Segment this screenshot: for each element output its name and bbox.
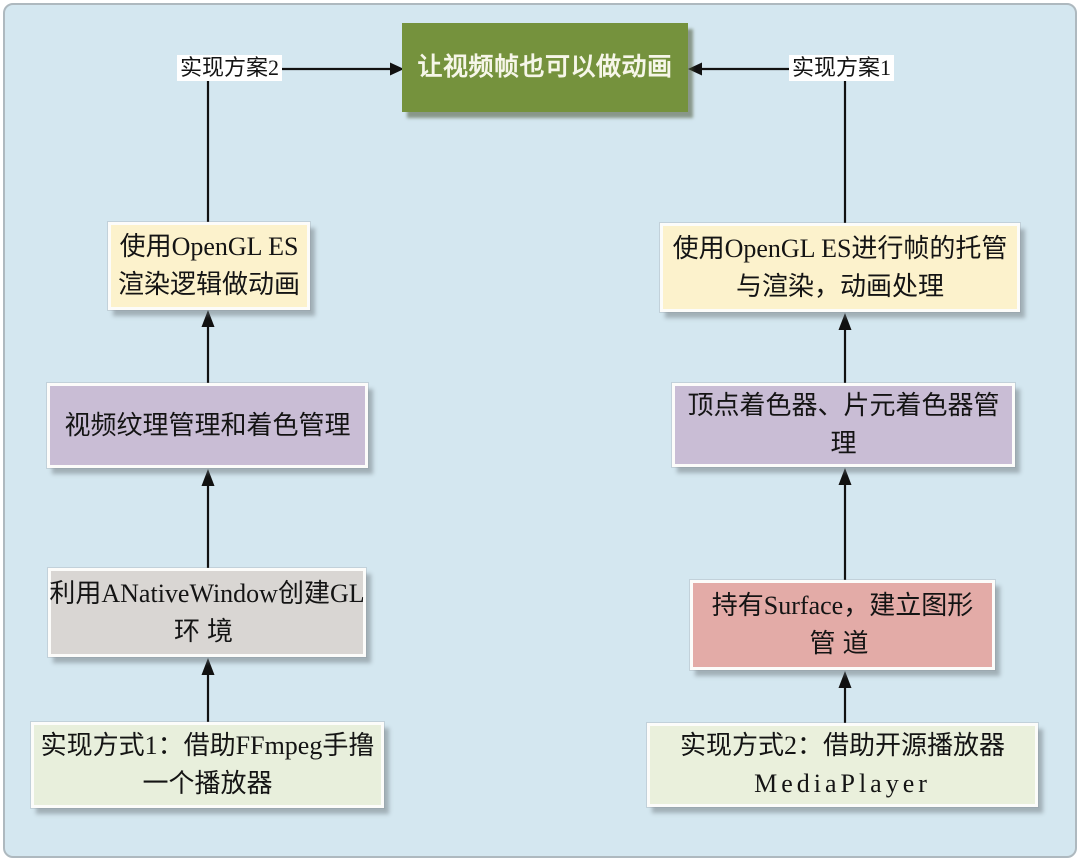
node-right-opengl-frame-hosting-line2: 与渲染，动画处理 <box>735 271 944 301</box>
arrowhead-right-mid-to-top <box>838 313 852 330</box>
arrowhead-right-to-root <box>688 62 702 76</box>
node-root-label: 让视频帧也可以做动画 <box>417 53 673 81</box>
node-left-anativewindow-line1: 利用ANativeWindow创建GL <box>49 578 365 608</box>
node-right-surface-pipeline[interactable]: 持有Surface，建立图形 管道 <box>690 580 995 670</box>
node-right-mediaplayer-line1: 实现方式2：借助开源播放器 <box>679 731 1005 760</box>
arrowhead-right-bottom-to-lower <box>838 671 852 688</box>
node-left-anativewindow-line2: 环境 <box>173 616 240 646</box>
node-right-shader-management-line1: 顶点着色器、片元着色器管 <box>687 391 1000 420</box>
branch-label-left: 实现方案2 <box>177 55 283 81</box>
arrowhead-left-mid-to-top <box>201 310 215 327</box>
arrowhead-left-to-root <box>390 62 404 76</box>
node-right-shader-management[interactable]: 顶点着色器、片元着色器管 理 <box>672 383 1015 467</box>
node-right-mediaplayer[interactable]: 实现方式2：借助开源播放器 MediaPlayer <box>647 723 1038 807</box>
node-left-texture-management[interactable]: 视频纹理管理和着色管理 <box>47 383 368 468</box>
node-left-ffmpeg-player[interactable]: 实现方式1：借助FFmpeg手撸 一个播放器 <box>31 722 384 808</box>
arrowhead-right-lower-to-mid <box>838 468 852 485</box>
node-root[interactable]: 让视频帧也可以做动画 <box>402 23 688 112</box>
node-right-surface-pipeline-line1: 持有Surface，建立图形 <box>711 591 974 620</box>
node-left-opengl-animation-line2: 渲染逻辑做动画 <box>117 270 300 299</box>
node-right-mediaplayer-line2: MediaPlayer <box>754 769 931 798</box>
node-left-opengl-animation-line1: 使用OpenGL ES <box>119 232 299 261</box>
node-left-anativewindow[interactable]: 利用ANativeWindow创建GL 环境 <box>48 568 366 657</box>
node-left-ffmpeg-player-line2: 一个播放器 <box>142 769 273 798</box>
node-left-texture-management-line1: 视频纹理管理和着色管理 <box>64 410 351 440</box>
node-right-opengl-frame-hosting-line1: 使用OpenGL ES进行帧的托管 <box>672 233 1008 263</box>
node-right-surface-pipeline-line2: 管道 <box>809 629 876 658</box>
node-right-opengl-frame-hosting[interactable]: 使用OpenGL ES进行帧的托管 与渲染，动画处理 <box>660 223 1020 312</box>
arrowhead-left-lower-to-mid <box>201 469 215 486</box>
node-right-shader-management-line2: 理 <box>830 429 857 458</box>
node-left-opengl-animation[interactable]: 使用OpenGL ES 渲染逻辑做动画 <box>108 222 310 310</box>
arrowhead-left-bottom-to-lower <box>201 658 215 675</box>
node-left-ffmpeg-player-line1: 实现方式1：借助FFmpeg手撸 <box>40 731 375 760</box>
branch-label-right: 实现方案1 <box>789 55 895 81</box>
